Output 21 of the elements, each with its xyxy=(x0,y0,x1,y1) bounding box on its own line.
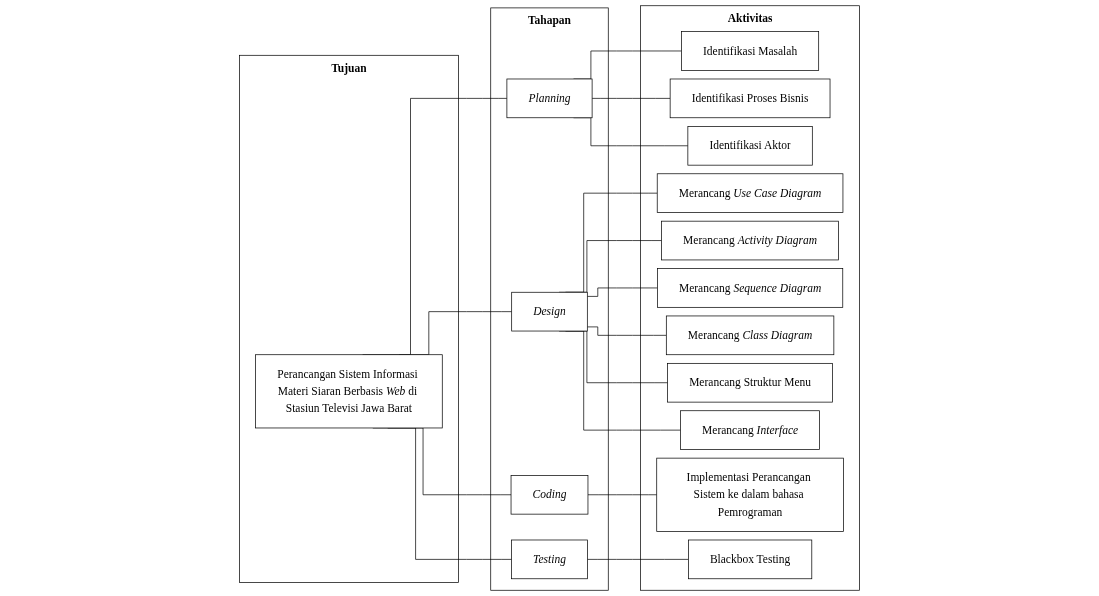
node-box: Perancangan Sistem Informasi Materi Siaran Berbasis Web di Stasiun Televisi Jawa Barat xyxy=(255,354,443,429)
node-box: Identifikasi Aktor xyxy=(687,126,813,166)
node-box: Merancang Use Case Diagram xyxy=(656,173,844,213)
connector xyxy=(587,494,658,496)
node-box: Merancang Interface xyxy=(680,410,820,450)
node-box: Testing xyxy=(511,539,588,580)
node-box: Identifikasi Proses Bisnis xyxy=(669,78,831,119)
node-box: Coding xyxy=(510,475,589,515)
node-box: Design xyxy=(511,291,588,332)
node-box: Merancang Class Diagram xyxy=(665,315,835,356)
connector xyxy=(586,287,658,297)
connector xyxy=(587,559,689,560)
node-box: Planning xyxy=(506,78,593,119)
node-box: Merancang Struktur Menu xyxy=(667,362,833,403)
node-box: Identifikasi Masalah xyxy=(681,31,820,71)
node-box: Merancang Sequence Diagram xyxy=(657,268,844,308)
node-box: Blackbox Testing xyxy=(688,539,813,580)
node-box: Merancang Activity Diagram xyxy=(661,220,839,261)
connector xyxy=(586,326,667,336)
connector xyxy=(591,98,671,99)
node-box: Implementasi Perancangan Sistem ke dalam bahasa Pemrograman xyxy=(656,457,844,532)
